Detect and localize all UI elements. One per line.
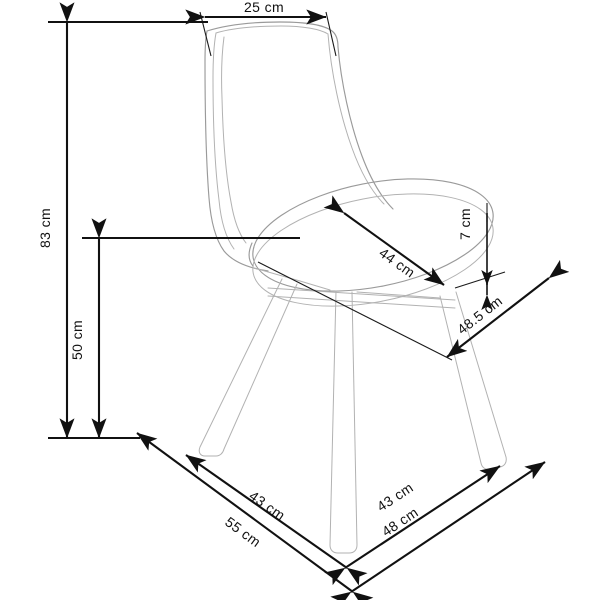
dim-line-48-5 [446, 259, 570, 358]
dimension-total-height: 83 cm [37, 2, 208, 440]
chair-leg-front-centre [329, 290, 358, 554]
dimension-seat-diagonal: 44 cm [323, 195, 445, 286]
dimension-base-right-inner: 43 cm [324, 465, 501, 586]
chair-illustration [198, 21, 507, 554]
dimension-base-left-outer: 55 cm [136, 432, 374, 600]
chair-seat-cushion-top [252, 178, 494, 292]
dimension-seat-height: 50 cm [69, 218, 300, 439]
chair-back-top-inner [215, 25, 329, 35]
dimension-base-left-inner: 43 cm [185, 454, 368, 586]
chair-back-left-inner [212, 32, 235, 250]
dim-label-total-height: 83 cm [37, 208, 53, 248]
chair-frame-crossmember-lower [267, 295, 456, 309]
chair-leg-front-left [198, 278, 298, 457]
chair-seat-cushion-bottom [252, 193, 494, 307]
dim-line-48 [330, 461, 546, 600]
dimension-backrest-width: 25 cm [185, 0, 337, 57]
dim-line-44 [323, 195, 445, 286]
chair-seat-back-joint [248, 242, 254, 267]
dim-label-backrest-width: 25 cm [244, 0, 284, 15]
chair-back-left-edge [204, 30, 269, 272]
dimension-base-right-outer: 48 cm [330, 461, 546, 600]
chair-back-right-edge [337, 46, 394, 210]
leader-line-seat-depth-tail [454, 271, 506, 289]
dimension-seat-depth-right: 48.5 cm [446, 259, 570, 358]
chair-back-right-inner [327, 33, 385, 205]
dim-label-base-left-outer: 55 cm [222, 514, 264, 551]
chair-back-cushion-left [221, 36, 247, 244]
chair-frame-detail-b [356, 291, 441, 299]
dim-label-seat-diagonal: 44 cm [376, 244, 418, 280]
dim-label-seat-height: 50 cm [69, 320, 85, 360]
dim-line-55 [136, 432, 374, 600]
dim-line-43-right [324, 465, 501, 586]
chair-frame-detail-c [253, 267, 301, 282]
dim-label-seat-thickness: 7 cm [457, 208, 473, 240]
chair-frame-detail-a [299, 280, 331, 291]
leader-line-seat-depth [257, 261, 453, 361]
chair-frame-crossmember [267, 287, 456, 301]
ext-line-25-right [325, 11, 337, 57]
